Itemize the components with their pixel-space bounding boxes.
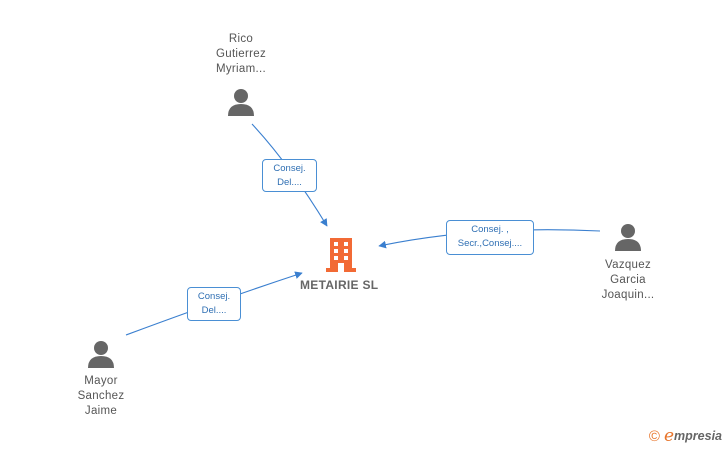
brand-wordmark: mpresia <box>674 429 722 443</box>
person-node-vazquez[interactable]: Vazquez Garcia Joaquin... <box>568 222 688 303</box>
person-icon <box>228 89 254 116</box>
person-icon <box>88 341 114 368</box>
building-icon[interactable] <box>326 238 356 272</box>
person-name: Vazquez Garcia Joaquin... <box>601 259 655 301</box>
edge-label-vazquez[interactable]: Consej. , Secr.,Consej.... <box>446 220 534 255</box>
person-node-rico[interactable]: Rico Gutierrez Myriam... <box>181 32 301 117</box>
person-name: Rico Gutierrez Myriam... <box>216 33 266 75</box>
copyright-icon: © <box>648 427 660 445</box>
edge-label-mayor[interactable]: Consej. Del.... <box>187 287 241 321</box>
edge-label-rico[interactable]: Consej. Del.... <box>262 159 317 192</box>
person-node-mayor[interactable]: Mayor Sanchez Jaime <box>41 339 161 419</box>
company-name[interactable]: METAIRIE SL <box>300 278 379 292</box>
person-name: Mayor Sanchez Jaime <box>77 375 125 417</box>
person-icon <box>615 224 641 251</box>
brand-initial: e <box>663 426 675 446</box>
brand-logo: © e mpresia <box>649 426 722 446</box>
